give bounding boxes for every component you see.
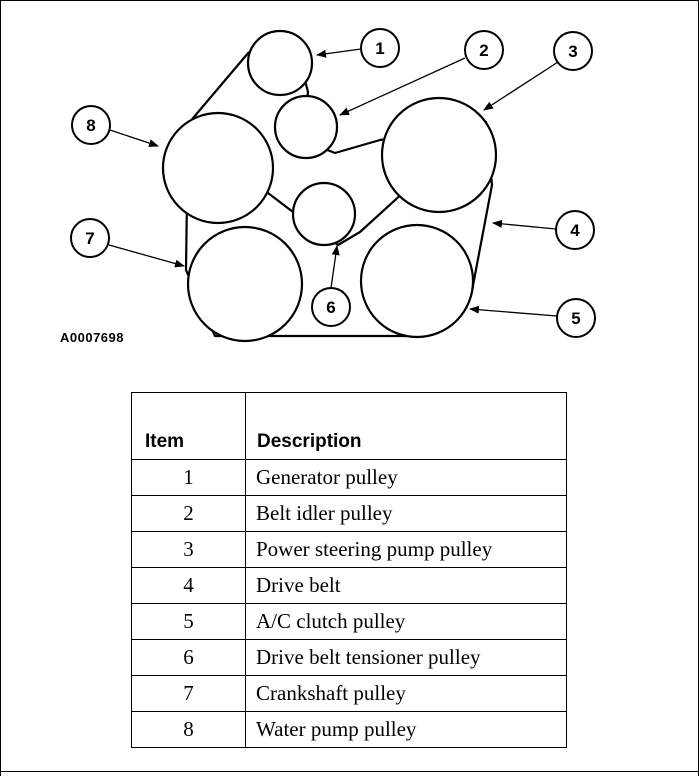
callout-label-8: 8 bbox=[86, 116, 95, 135]
drive-belt-tensioner-pulley bbox=[291, 181, 357, 247]
item-description: Belt idler pulley bbox=[245, 495, 567, 532]
callout-circle-4 bbox=[555, 210, 595, 250]
page-border-bottom bbox=[0, 771, 699, 772]
column-header-item: Item bbox=[131, 392, 246, 460]
legend-table: Item Description 1 Generator pulley 2 Be… bbox=[131, 392, 567, 748]
table-row: 6 Drive belt tensioner pulley bbox=[131, 639, 567, 676]
leader-arrow-8 bbox=[109, 129, 159, 147]
item-number: 2 bbox=[131, 495, 246, 532]
item-number: 8 bbox=[131, 711, 246, 748]
item-description: Crankshaft pulley bbox=[245, 675, 567, 712]
table-row: 3 Power steering pump pulley bbox=[131, 531, 567, 568]
water-pump-pulley bbox=[161, 111, 275, 225]
item-description: A/C clutch pulley bbox=[245, 603, 567, 640]
callout-circle-2 bbox=[464, 30, 504, 70]
callout-label-1: 1 bbox=[375, 39, 384, 58]
callout-circle-7 bbox=[70, 218, 110, 258]
legend-header-row: Item Description bbox=[131, 392, 567, 460]
leader-arrow-5 bbox=[469, 305, 558, 317]
item-number: 4 bbox=[131, 567, 246, 604]
item-number: 3 bbox=[131, 531, 246, 568]
crankshaft-pulley bbox=[186, 225, 304, 343]
leader-arrow-7 bbox=[108, 244, 185, 268]
page-border-left bbox=[0, 0, 1, 776]
callout-label-7: 7 bbox=[85, 229, 94, 248]
callout-circle-1 bbox=[360, 28, 400, 68]
table-row: 1 Generator pulley bbox=[131, 459, 567, 496]
callout-circle-8 bbox=[71, 105, 111, 145]
item-description: Drive belt bbox=[245, 567, 567, 604]
table-row: 2 Belt idler pulley bbox=[131, 495, 567, 532]
item-number: 7 bbox=[131, 675, 246, 712]
leader-arrow-4 bbox=[492, 219, 557, 230]
callout-label-3: 3 bbox=[568, 42, 577, 61]
table-row: 8 Water pump pulley bbox=[131, 711, 567, 748]
table-row: 4 Drive belt bbox=[131, 567, 567, 604]
ac-clutch-pulley bbox=[359, 223, 475, 339]
callout-circle-6 bbox=[311, 287, 351, 327]
column-header-description: Description bbox=[245, 392, 567, 460]
callout-label-6: 6 bbox=[326, 298, 335, 317]
generator-pulley bbox=[246, 29, 314, 97]
table-row: 5 A/C clutch pulley bbox=[131, 603, 567, 640]
page-border-top bbox=[0, 0, 699, 1]
callout-label-4: 4 bbox=[570, 221, 580, 240]
item-number: 6 bbox=[131, 639, 246, 676]
callout-circle-3 bbox=[553, 31, 593, 71]
leader-arrow-3 bbox=[483, 61, 559, 111]
belt-routing-diagram: 1 2 3 4 5 6 7 8 bbox=[70, 28, 596, 343]
item-number: 5 bbox=[131, 603, 246, 640]
callout-label-2: 2 bbox=[479, 41, 488, 60]
figure-id: A0007698 bbox=[60, 330, 124, 345]
table-row: 7 Crankshaft pulley bbox=[131, 675, 567, 712]
callout-label-5: 5 bbox=[571, 309, 580, 328]
item-description: Water pump pulley bbox=[245, 711, 567, 748]
item-description: Generator pulley bbox=[245, 459, 567, 496]
item-description: Power steering pump pulley bbox=[245, 531, 567, 568]
power-steering-pump-pulley bbox=[380, 96, 498, 214]
belt-idler-pulley bbox=[273, 94, 339, 160]
leader-arrow-6 bbox=[330, 245, 340, 289]
item-description: Drive belt tensioner pulley bbox=[245, 639, 567, 676]
leader-arrow-2 bbox=[339, 57, 466, 116]
item-number: 1 bbox=[131, 459, 246, 496]
leader-arrow-1 bbox=[316, 48, 362, 58]
callout-circle-5 bbox=[556, 298, 596, 338]
